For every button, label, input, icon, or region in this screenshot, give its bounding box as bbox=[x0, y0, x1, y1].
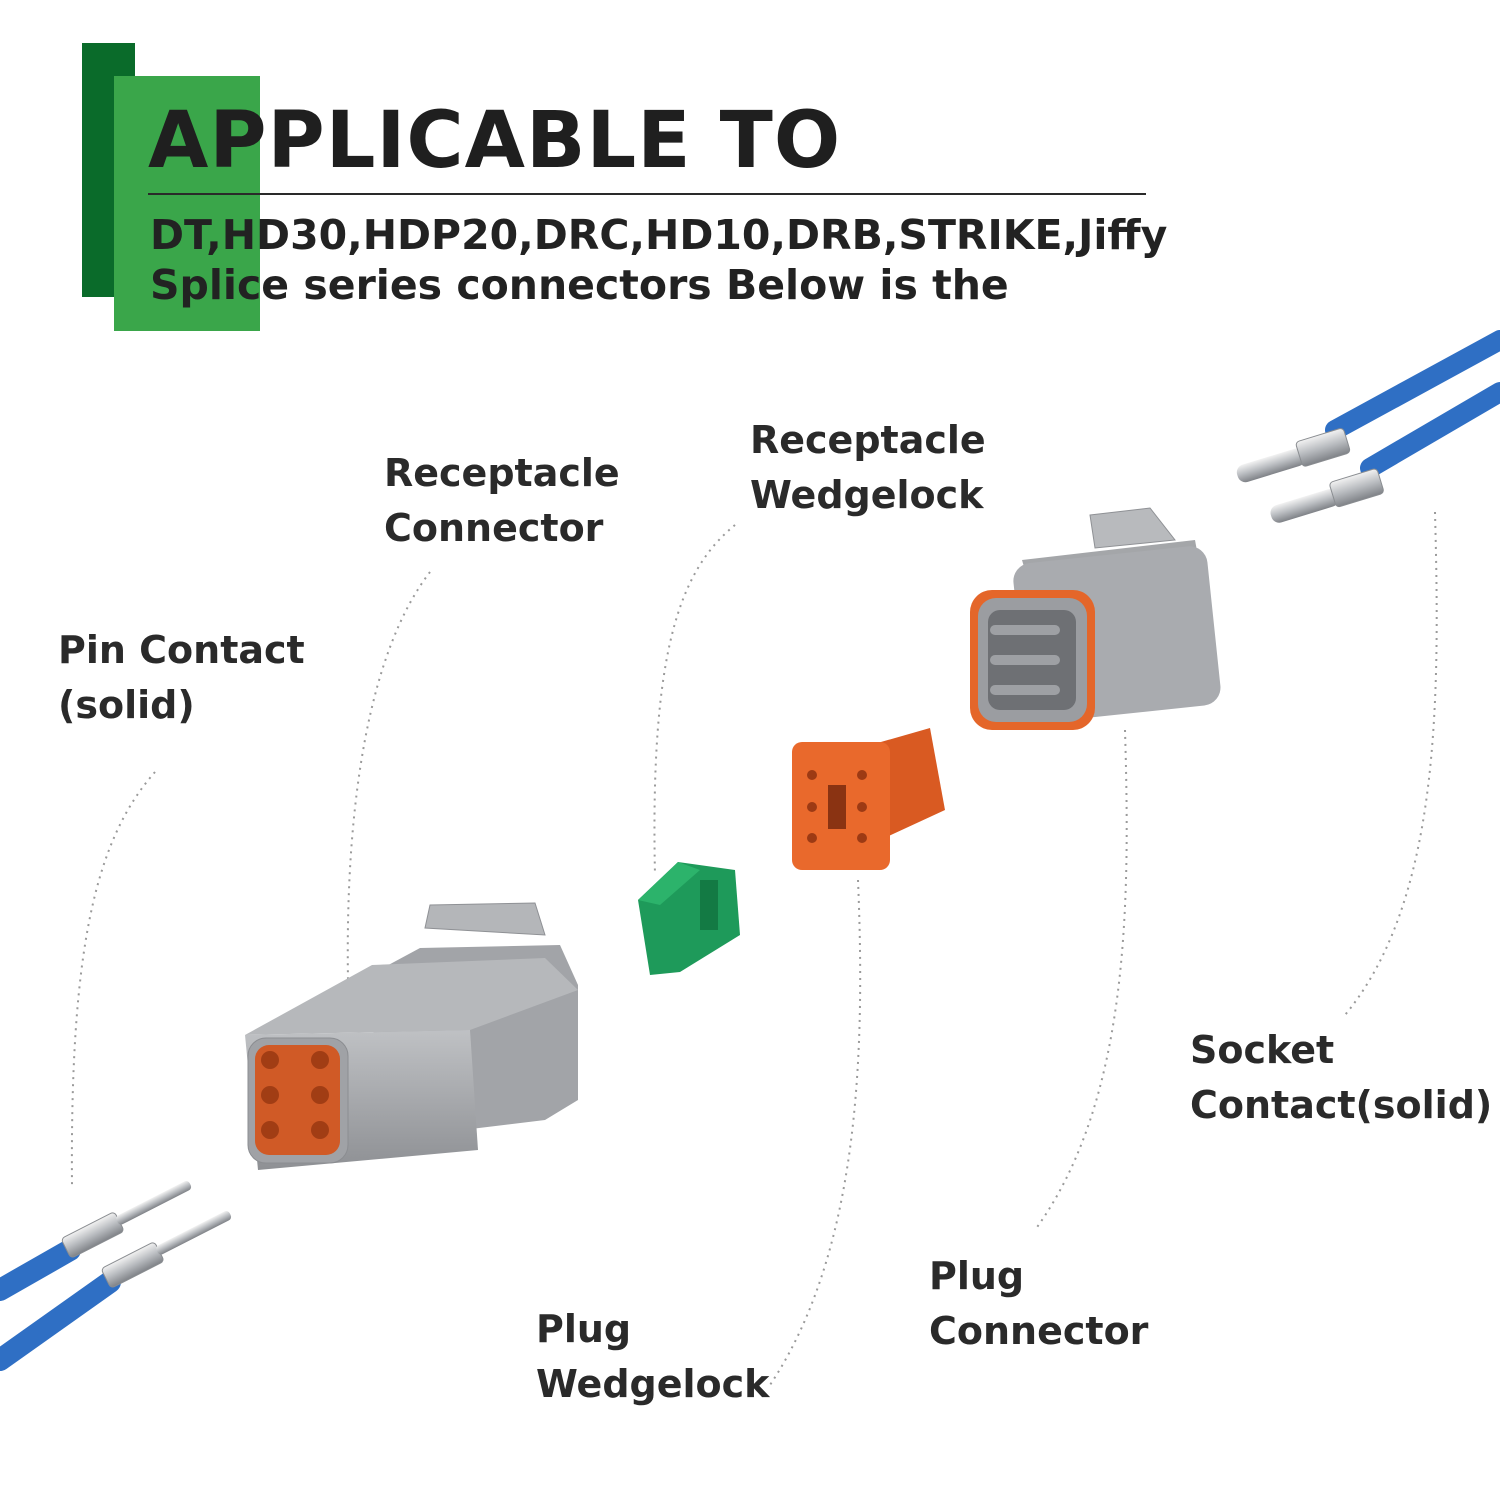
label-pin-contact: Pin Contact (solid) bbox=[58, 623, 305, 733]
socket-contacts bbox=[1236, 330, 1500, 523]
label-receptacle-connector-line1: Receptacle bbox=[384, 451, 620, 495]
header-accent-light bbox=[114, 76, 260, 331]
label-receptacle-connector: Receptacle Connector bbox=[384, 446, 620, 556]
label-receptacle-connector-line2: Connector bbox=[384, 506, 604, 550]
page-description: DT,HD30,HDP20,DRC,HD10,DRB,STRIKE,Jiffy … bbox=[150, 211, 1168, 309]
label-socket-contact-line1: Socket bbox=[1190, 1028, 1335, 1072]
label-plug-wedgelock-line1: Plug bbox=[536, 1307, 632, 1351]
page-title: APPLICABLE TO bbox=[148, 96, 842, 186]
receptacle-connector bbox=[245, 902, 578, 1170]
leader-lines bbox=[70, 511, 1438, 1386]
receptacle-wedgelock bbox=[638, 862, 740, 975]
label-plug-connector: Plug Connector bbox=[929, 1249, 1148, 1359]
label-pin-contact-line2: (solid) bbox=[58, 683, 195, 727]
label-pin-contact-line1: Pin Contact bbox=[58, 628, 305, 672]
label-receptacle-wedgelock-line2: Wedgelock bbox=[750, 473, 984, 517]
plug-wedgelock bbox=[792, 728, 945, 870]
label-plug-connector-line2: Connector bbox=[929, 1309, 1149, 1353]
label-plug-wedgelock: Plug Wedgelock bbox=[536, 1302, 769, 1412]
label-receptacle-wedgelock-line1: Receptacle bbox=[750, 418, 986, 462]
label-socket-contact: Socket Contact(solid) bbox=[1190, 1023, 1492, 1133]
plug-connector bbox=[970, 507, 1221, 730]
label-receptacle-wedgelock: Receptacle Wedgelock bbox=[750, 413, 986, 523]
title-divider bbox=[148, 193, 1146, 195]
pin-contacts bbox=[0, 1181, 232, 1371]
label-plug-wedgelock-line2: Wedgelock bbox=[536, 1362, 770, 1406]
label-socket-contact-line2: Contact(solid) bbox=[1190, 1083, 1493, 1127]
label-plug-connector-line1: Plug bbox=[929, 1254, 1025, 1298]
